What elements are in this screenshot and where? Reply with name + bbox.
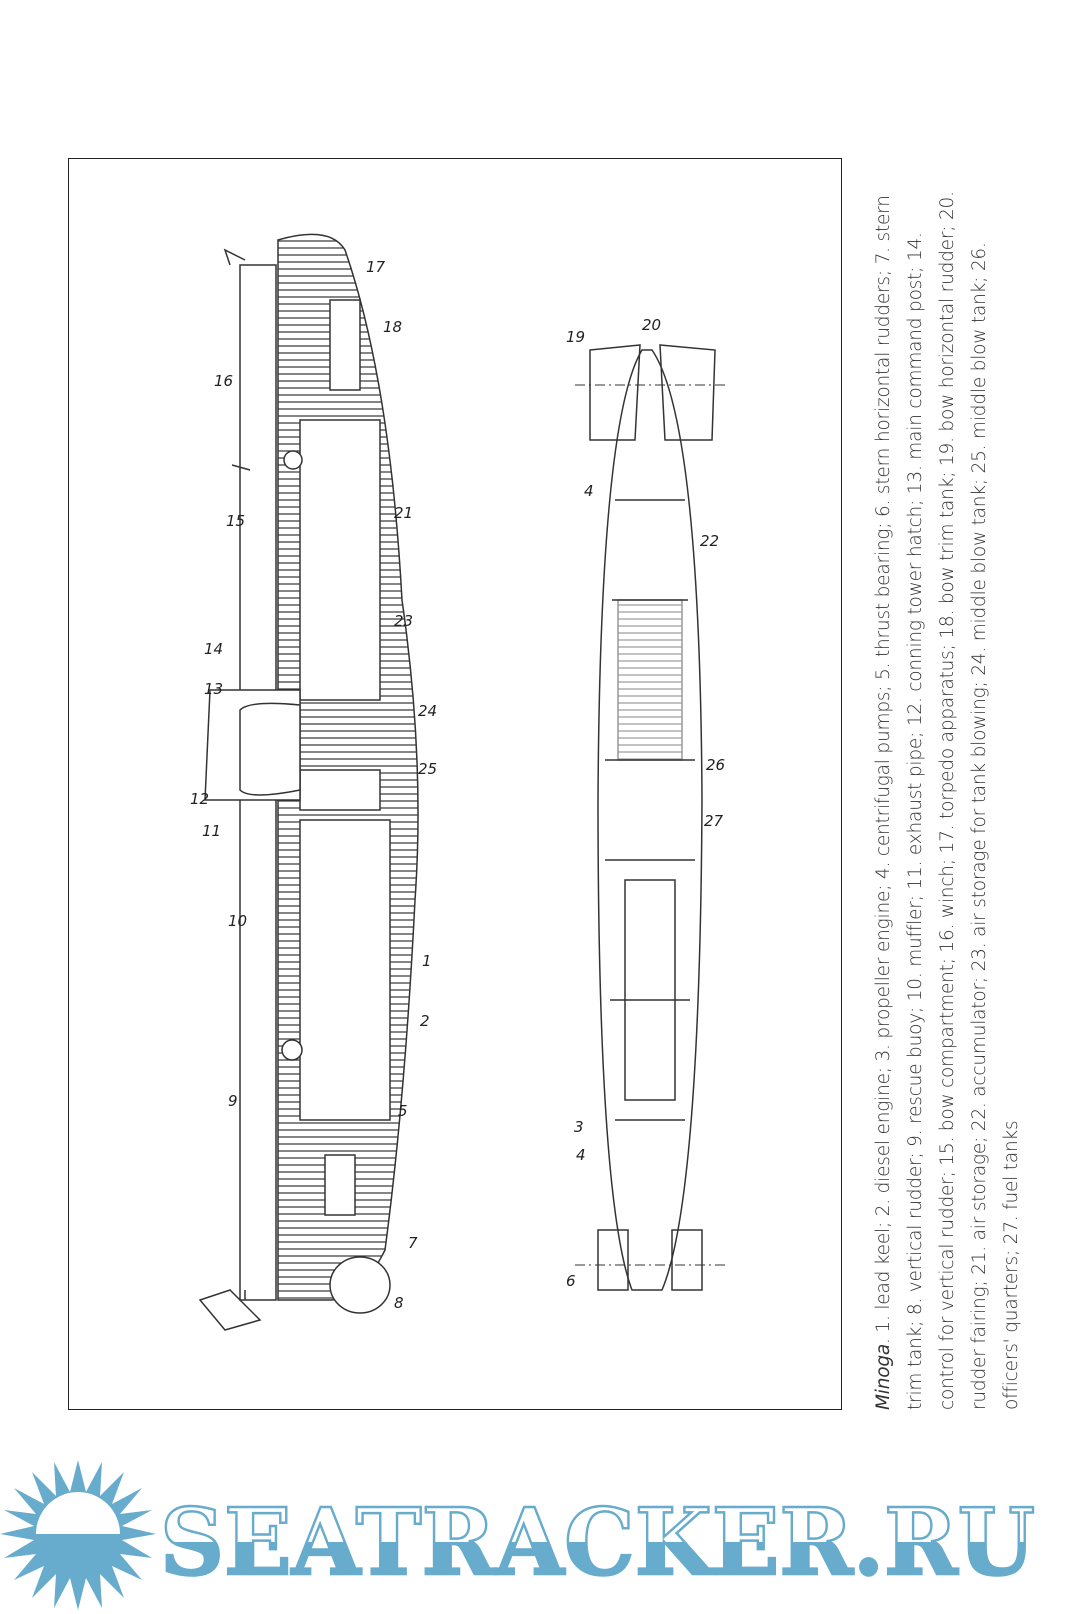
- label: 7: [408, 1234, 418, 1252]
- label: 8: [394, 1294, 404, 1312]
- label: 10: [228, 912, 247, 930]
- flag: [198, 1289, 262, 1331]
- stern-rudders: [597, 1229, 703, 1291]
- label: 16: [214, 372, 233, 390]
- vessel-name: Minoga: [873, 1343, 894, 1410]
- plan-view-labels: 19 20 4 22 26 27 3 4 6: [566, 316, 725, 1290]
- label: 2: [420, 1012, 430, 1030]
- label: 1: [422, 952, 432, 970]
- label: 9: [228, 1092, 238, 1110]
- label: 5: [398, 1102, 408, 1120]
- watermark-text: SEATRACKER.RU: [160, 1488, 1035, 1596]
- label: 25: [418, 760, 437, 778]
- caption-text: . 1. lead keel; 2. diesel engine; 3. pro…: [873, 191, 1022, 1410]
- watermark-logo: SEATRACKER.RU: [0, 1460, 1036, 1610]
- label: 21: [394, 504, 413, 522]
- label: 24: [418, 702, 437, 720]
- plan-hull: [597, 349, 703, 1291]
- label: 13: [204, 680, 223, 698]
- label: 17: [366, 258, 386, 276]
- figure-caption: Minoga. 1. lead keel; 2. diesel engine; …: [868, 190, 1028, 1410]
- label: 6: [566, 1272, 576, 1290]
- plan-view: [575, 344, 725, 1291]
- label: 12: [190, 790, 209, 808]
- side-view: [198, 233, 419, 1331]
- label: 26: [706, 756, 725, 774]
- bow-rudders: [589, 344, 716, 441]
- label: 3: [574, 1118, 584, 1136]
- label: 4: [576, 1146, 586, 1164]
- label: 27: [704, 812, 724, 830]
- label: 23: [394, 612, 413, 630]
- sun-icon: [0, 1460, 156, 1610]
- label: 15: [226, 512, 245, 530]
- figure-frame: [68, 158, 842, 1410]
- label: 14: [204, 640, 223, 658]
- label: 4: [584, 482, 594, 500]
- label: 19: [566, 328, 585, 346]
- side-view-labels: 17 18 16 21 15 23 14 13 24 12 25 11 10 1…: [190, 258, 437, 1312]
- label: 18: [383, 318, 402, 336]
- label: 22: [700, 532, 719, 550]
- label: 11: [202, 822, 221, 840]
- label: 20: [642, 316, 661, 334]
